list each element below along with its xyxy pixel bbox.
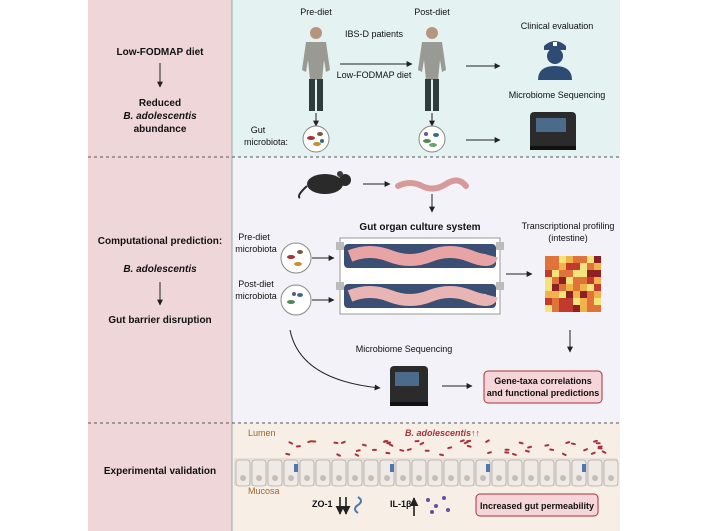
clinician-icon <box>538 41 572 80</box>
tight-junction-icon <box>354 496 362 514</box>
label-microbiome-sequencing-2: Microbiome Sequencing <box>356 344 453 354</box>
label-zo1: ZO-1 <box>312 499 333 509</box>
gene-taxa-box: Gene-taxa correlations and functional pr… <box>483 370 603 404</box>
mouse-icon <box>297 171 351 199</box>
patient-post-diet-icon <box>418 27 446 111</box>
zo1-down-arrows-icon <box>335 497 351 515</box>
sequencer-icon-1 <box>530 112 576 150</box>
label-increased-permeability: Increased gut permeability <box>480 501 594 511</box>
intestine-tissue-icon <box>395 177 469 192</box>
pre-diet-microbiota-icon <box>280 242 312 274</box>
label-transcriptional-profiling: Transcriptional profiling <box>522 221 615 231</box>
label-ibs-d-patients: IBS-D patients <box>345 29 404 39</box>
patient-pre-diet-icon <box>302 27 330 111</box>
step-gut-barrier-disruption: Gut barrier disruption <box>108 315 211 326</box>
heatmap-icon <box>545 256 601 312</box>
label-low-fodmap-diet: Low-FODMAP diet <box>337 70 412 80</box>
label-mucosa: Mucosa <box>248 486 280 496</box>
microbiota-post-diet-icon <box>418 125 446 153</box>
sequencer-icon-2 <box>390 366 428 406</box>
permeability-box: Increased gut permeability <box>475 493 599 517</box>
label-b-adolescentis-up: B. adolescentis↑↑ <box>405 428 480 438</box>
step-reduced: Reduced <box>139 98 181 109</box>
left-label-column <box>88 0 232 531</box>
label-post-diet-microbiota-1: Post-diet <box>238 279 274 289</box>
label-post-diet: Post-diet <box>414 7 450 17</box>
label-lumen: Lumen <box>248 428 276 438</box>
label-intestine: (intestine) <box>548 233 588 243</box>
step-low-fodmap-diet: Low-FODMAP diet <box>116 47 204 58</box>
label-microbiota: microbiota: <box>244 137 288 147</box>
label-il1b: IL-1β <box>390 499 412 509</box>
label-clinical-evaluation: Clinical evaluation <box>521 21 594 31</box>
gut-organ-culture-device <box>336 237 504 315</box>
label-post-diet-microbiota-2: microbiota <box>235 291 277 301</box>
step-abundance: abundance <box>134 124 187 135</box>
label-pre-diet-microbiota-2: microbiota <box>235 244 277 254</box>
epithelium-layer <box>234 458 619 487</box>
step-computational-prediction: Computational prediction: <box>98 236 222 247</box>
step-b-adolescentis-1: B. adolescentis <box>123 111 197 122</box>
label-pre-diet: Pre-diet <box>300 7 332 17</box>
label-gut-organ-culture-system: Gut organ culture system <box>359 222 480 233</box>
microbiota-pre-diet-icon <box>302 125 330 153</box>
label-gene-taxa-2: and functional predictions <box>487 388 600 398</box>
post-diet-microbiota-icon <box>280 284 312 316</box>
label-microbiome-sequencing-1: Microbiome Sequencing <box>509 90 606 100</box>
step-experimental-validation: Experimental validation <box>104 466 216 477</box>
label-gut: Gut <box>251 125 266 135</box>
cytokine-dots-icon <box>426 496 450 514</box>
bacteria-dashes <box>285 439 607 457</box>
label-pre-diet-microbiota-1: Pre-diet <box>238 232 270 242</box>
label-gene-taxa-1: Gene-taxa correlations <box>494 376 592 386</box>
step-b-adolescentis-2: B. adolescentis <box>123 264 197 275</box>
